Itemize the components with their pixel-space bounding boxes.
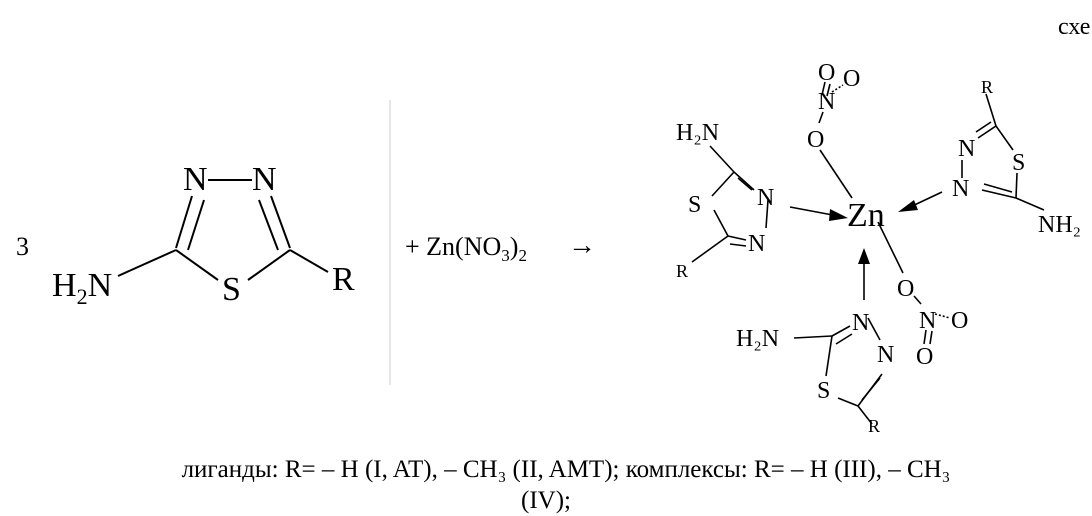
ligand-h2n-group: H2N [52, 267, 112, 309]
ligand-r-group: R [332, 261, 355, 298]
left-ring-s: S [688, 192, 701, 218]
bottom-ring-r: R [868, 416, 880, 436]
coordination-arrowheads [829, 200, 918, 264]
bottom-ring-h2n: H₂N [736, 326, 779, 352]
ligand-structure [117, 179, 329, 281]
right-ring-r: R [981, 77, 993, 97]
nitrate-top-n: N [818, 89, 835, 115]
nitrate-top-o1: O [818, 60, 835, 86]
nitrate-bottom-n: N [919, 308, 936, 334]
bottom-ring-s: S [817, 378, 830, 404]
caption-line-1: лиганды: R= – H (I, AT), – CH₃ (II, AMT)… [181, 456, 951, 483]
right-ring-nh2: NH₂ [1038, 212, 1081, 238]
ligand-n-left-atom: N [183, 161, 208, 198]
left-ring-h2n: H₂N [676, 120, 719, 146]
zinc-atom: Zn [847, 197, 885, 234]
left-ring-r: R [676, 261, 688, 281]
left-ring-n2: N [748, 231, 765, 257]
right-ring-s: S [1012, 150, 1025, 176]
nitrate-top-o3: O [807, 127, 824, 153]
bottom-ring-n2: N [877, 342, 894, 368]
nitrate-bottom-o3: O [916, 344, 933, 370]
scheme-label: схе [1058, 14, 1091, 40]
left-ring-n1: N [757, 185, 774, 211]
right-ring-n2: N [952, 176, 969, 202]
right-ring-n1: N [958, 136, 975, 162]
nitrate-bottom-o1: O [897, 276, 914, 302]
ligand-n-right-atom: N [252, 161, 277, 198]
complex-bonds [691, 81, 1045, 425]
zinc-nitrate-reagent: + Zn(NO3)2 [405, 232, 527, 266]
nitrate-top-o2: O [843, 66, 860, 92]
nitrate-bottom-o2: O [951, 308, 968, 334]
bottom-ring-n1: N [852, 310, 869, 336]
reaction-arrow: → [568, 230, 596, 261]
ligand-s-atom: S [222, 271, 241, 308]
coefficient-3: 3 [16, 232, 29, 261]
caption-line-2: (IV); [521, 487, 571, 514]
